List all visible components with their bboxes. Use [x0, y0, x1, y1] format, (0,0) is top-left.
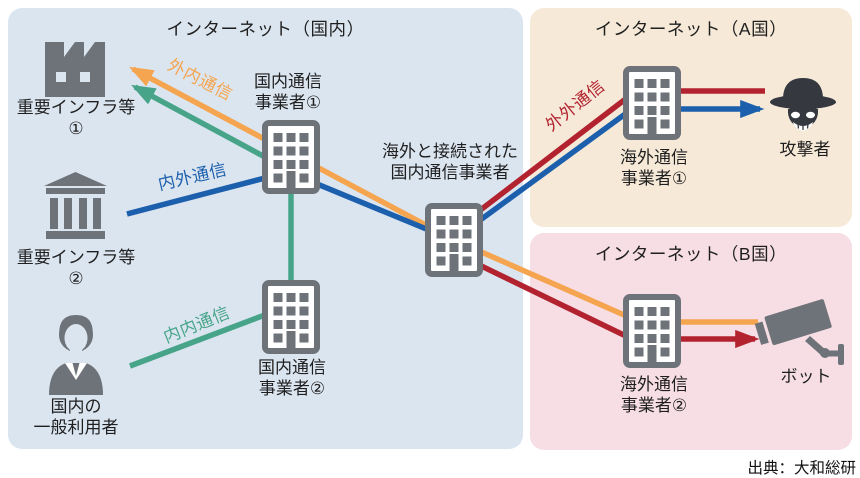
- factory-icon: [45, 42, 105, 97]
- panel-title-country-a: インターネット（A国）: [594, 19, 788, 39]
- foreign-carrier-2-building-icon: [626, 297, 678, 365]
- label-gateway-carrier: 海外と接続された 国内通信事業者: [382, 142, 518, 182]
- label-foreign-carrier-1: 海外通信 事業者①: [620, 148, 688, 188]
- label-general-user: 国内の 一般利用者: [33, 397, 119, 437]
- person-icon: [49, 315, 103, 395]
- foreign-carrier-1-building-icon: [626, 69, 678, 137]
- camera-icon: [754, 299, 844, 365]
- label-critical-infra-1: 重要インフラ等 ①: [16, 98, 136, 138]
- label-domestic-carrier-1: 国内通信 事業者①: [254, 72, 322, 112]
- domestic-carrier-1-building-icon: [265, 123, 317, 191]
- bank-icon: [44, 172, 107, 239]
- gateway-carrier-building-icon: [428, 206, 480, 274]
- label-foreign-carrier-2: 海外通信 事業者②: [620, 375, 688, 415]
- label-attacker: 攻撃者: [779, 140, 831, 159]
- panel-title-country-b: インターネット（B国）: [594, 244, 788, 264]
- label-bot: ボット: [780, 367, 832, 386]
- label-critical-infra-2: 重要インフラ等 ②: [16, 248, 136, 288]
- source-credit: 出典：大和総研: [747, 460, 856, 477]
- flow-line-domestic-to-domestic: [129, 84, 294, 369]
- label-domestic-carrier-2: 国内通信 事業者②: [258, 358, 326, 398]
- attacker-icon: [770, 78, 836, 131]
- panel-country-b-internet: インターネット（B国）: [530, 233, 852, 450]
- domestic-carrier-2-building-icon: [265, 283, 317, 351]
- panel-title-domestic: インターネット（国内）: [166, 19, 365, 39]
